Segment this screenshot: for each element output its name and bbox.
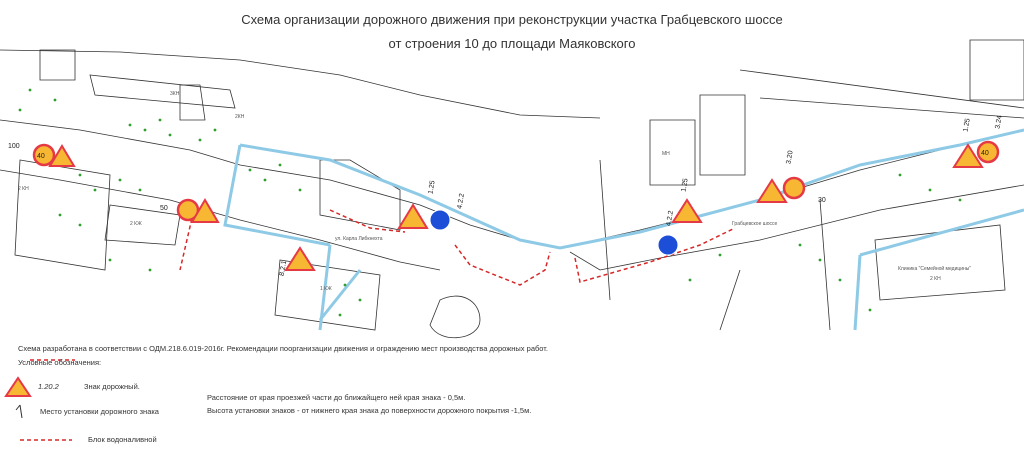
conventions-heading: Условные обозначения: [18, 358, 102, 367]
road-sign-group-3: 8.2.1 [279, 246, 316, 277]
speed-limit-value: 40 [37, 153, 45, 160]
building-label-2kzh: 2 КЖ [130, 221, 142, 227]
road-works-sign [397, 203, 429, 229]
legend-block-label: Блок водоналивной [88, 435, 157, 444]
building-label-3kn: 3КН [170, 91, 180, 97]
sign-code-label: 1.25 [680, 178, 689, 193]
speed-number-label: 50 [160, 205, 168, 212]
sign-code-label: 1.25 [427, 180, 436, 195]
building-label-2kn: 2 КН [930, 276, 941, 282]
legend-sign-icon [4, 376, 32, 397]
basis-note: Схема разработана в соответствии с ОДМ.2… [18, 344, 548, 353]
sign-code-label: 1.25 [962, 118, 971, 133]
legend-mount-label: Место установки дорожного знака [40, 407, 159, 416]
road-sign-group-4: 4.2.2 1.25 [397, 180, 466, 231]
road-works-sign [48, 144, 76, 167]
road-sign-group-5: 4.2.2 1.25 [657, 178, 703, 256]
road-works-sign [671, 198, 703, 223]
narrowing-road-sign [190, 198, 220, 223]
sign-code-label: 4.2.2 [456, 193, 466, 210]
road-works-sign [284, 246, 316, 271]
sign-code-label: 3.20 [785, 150, 794, 165]
speed-number-label: 30 [818, 197, 826, 204]
narrowing-road-sign [756, 178, 788, 203]
vegetation [18, 88, 962, 317]
road-sign-group-2: 50 [160, 198, 220, 223]
keep-right-sign [657, 234, 679, 256]
speed-limit-sign [976, 140, 1000, 164]
building-label-2kn-top: 2КН [235, 114, 245, 120]
water-barrier-lines [30, 204, 736, 361]
road-sign-group-6: 30 3.20 [756, 150, 826, 204]
height-note: Высота установки знаков - от нижнего кра… [207, 406, 532, 415]
road-sign-group-1: 40 100 [8, 143, 76, 167]
legend-mount-icon [15, 404, 23, 419]
sign-code-label: 3.24 [994, 115, 1003, 130]
keep-right-sign [429, 209, 451, 231]
legend-sign-code: 1.20.2 [38, 382, 59, 391]
sign-code-label: 100 [8, 143, 20, 150]
scheme-title-line2: от строения 10 до площади Маяковского [388, 36, 636, 51]
road-works-sign [952, 143, 984, 168]
distance-note: Расстояние от края проезжей части до бли… [207, 393, 466, 402]
clinic-label: Клиника "Семейной медицины" [898, 265, 971, 272]
speed-limit-value: 40 [981, 150, 989, 157]
building-label-1kzh: 1 КЖ [320, 286, 332, 292]
legend-graphics [4, 376, 72, 441]
building-label-mn: МН [662, 151, 670, 157]
sign-code-label: 4.2.2 [665, 210, 675, 227]
no-overtaking-sign [782, 176, 806, 200]
street-label-main: Грабцевское шоссе [732, 221, 778, 227]
speed-limit-sign [32, 143, 56, 167]
road-sign-group-7: 40 3.24 1.25 [952, 115, 1004, 168]
scheme-title-line1: Схема организации дорожного движения при… [241, 12, 783, 27]
building-label-2kn-left: 2 КН [18, 186, 29, 192]
base-map-lines [0, 39, 1024, 339]
sign-code-label: 8.2.1 [279, 260, 289, 277]
legend-sign-label: Знак дорожный. [84, 382, 140, 391]
temporary-fence [223, 128, 1024, 331]
street-label-side: ул. Карла Либкнехта [335, 236, 383, 242]
